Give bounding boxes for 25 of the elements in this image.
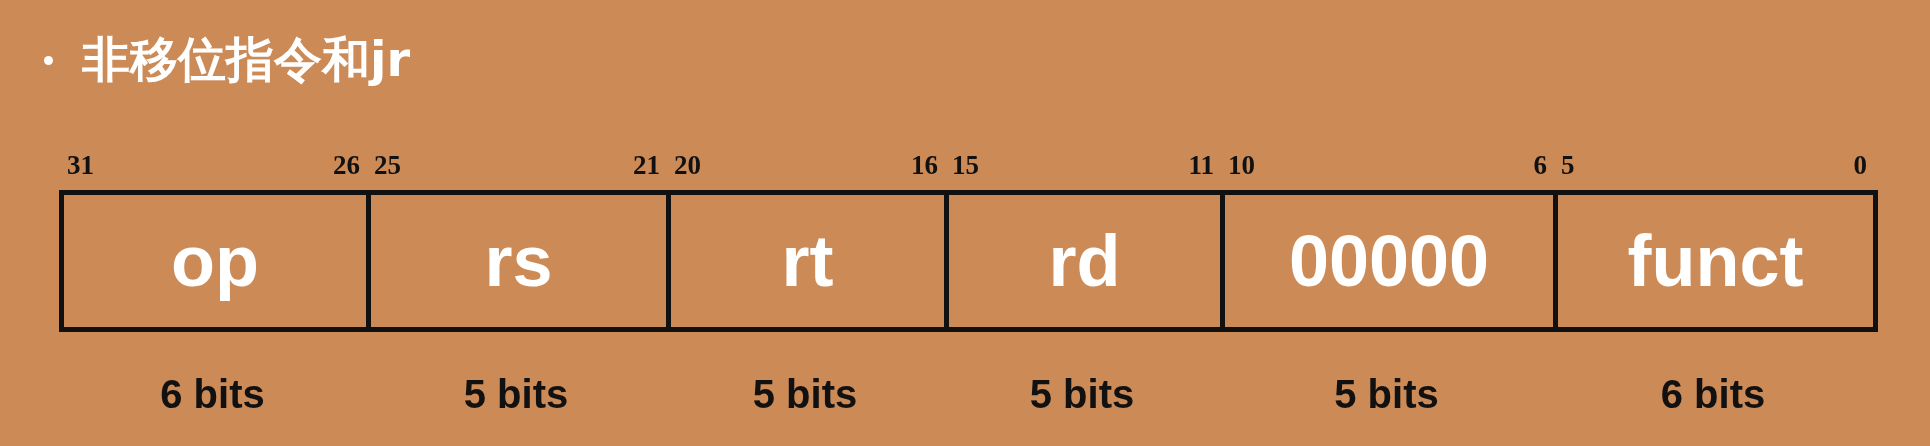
bit-width: 5 bits <box>1029 372 1135 417</box>
bit-width: 5 bits <box>463 372 569 417</box>
bit-width: 5 bits <box>1334 372 1439 417</box>
bit-number: 16 <box>911 150 938 181</box>
bit-number: 21 <box>633 150 660 181</box>
bit-width: 6 bits <box>1660 372 1766 417</box>
bit-number: 0 <box>1853 150 1867 181</box>
bit-number: 26 <box>333 150 360 181</box>
field-name: rd <box>1048 220 1121 302</box>
bit-number: 15 <box>952 150 979 181</box>
bit-number: 11 <box>1188 150 1214 181</box>
field-name: funct <box>1627 220 1804 302</box>
bit-number: 31 <box>67 150 94 181</box>
bit-number: 10 <box>1228 150 1255 181</box>
bit-width: 5 bits <box>752 372 858 417</box>
field-name: 00000 <box>1288 220 1490 302</box>
field-name: op <box>171 220 259 302</box>
bit-number: 20 <box>674 150 701 181</box>
bit-number: 5 <box>1561 150 1575 181</box>
field-name: rs <box>484 220 553 302</box>
field-name: rt <box>781 220 834 302</box>
bit-number: 25 <box>374 150 401 181</box>
bit-width: 6 bits <box>160 372 265 417</box>
bit-number: 6 <box>1533 150 1547 181</box>
title: 非移位指令和jr <box>82 30 411 89</box>
